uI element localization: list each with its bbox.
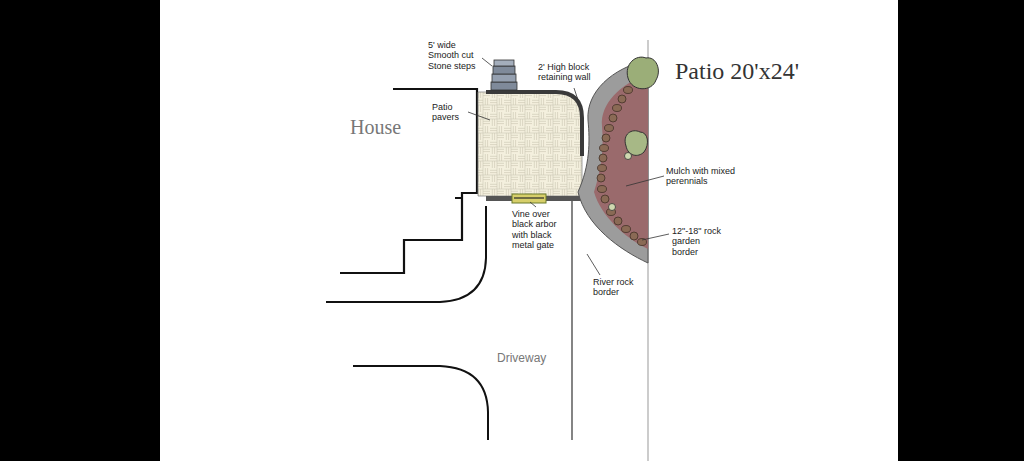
plan-title: Patio 20'x24': [675, 58, 799, 86]
mulch-bed: [594, 74, 648, 249]
patio-note: Patio pavers: [432, 102, 466, 123]
plants: [609, 57, 659, 210]
bed-note: Mulch with mixed perennials: [666, 166, 740, 187]
stone-steps: [491, 60, 517, 90]
patio-pavers: [478, 92, 582, 196]
driveway-edge: [326, 206, 486, 302]
driveway-label: Driveway: [497, 352, 567, 366]
arbor-note: Vine over black arbor with black metal g…: [512, 209, 564, 250]
retaining-wall: [486, 92, 582, 156]
house-wall: [340, 89, 477, 273]
arbor-gate: [486, 194, 582, 203]
river-rock-note: River rock border: [593, 277, 643, 298]
steps-note: 5' wide Smooth cut Stone steps: [428, 40, 482, 71]
wall-note: 2' High block retaining wall: [538, 62, 604, 83]
driveway-edge: [353, 366, 488, 440]
rock-garden-border: [597, 79, 647, 246]
paper: [160, 0, 898, 461]
river-rock-border: [578, 60, 648, 263]
leader-line: [468, 58, 669, 275]
house-step: [455, 197, 462, 199]
rock-note: 12"-18" rock garden border: [672, 226, 728, 257]
house-label: House: [350, 116, 430, 139]
driveway-edge: [571, 200, 572, 440]
